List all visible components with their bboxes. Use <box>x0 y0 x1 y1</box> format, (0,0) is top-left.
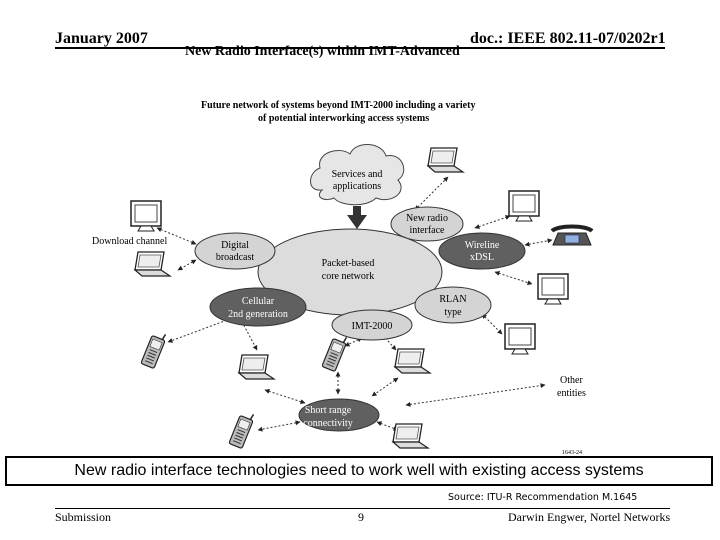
node-new-radio-l2: interface <box>410 225 446 236</box>
node-wireline-l1: Wireline <box>465 240 500 251</box>
short-range-laptop-icon <box>392 423 429 449</box>
footer-page-number: 9 <box>358 510 364 524</box>
header-doc-id: doc.: IEEE 802.11-07/0202r1 <box>470 30 666 47</box>
node-imt2000 <box>331 309 413 341</box>
footer-author: Darwin Engwer, Nortel Networks <box>508 510 671 524</box>
new-radio-laptop-icon <box>427 147 464 173</box>
other-entities-label-1: Other <box>560 375 583 386</box>
node-imt2000-l1: IMT-2000 <box>352 321 393 332</box>
services-cloud <box>310 144 405 206</box>
node-rlan <box>414 286 492 324</box>
node-short-range-l1: Short range <box>305 405 352 416</box>
node-short-range <box>298 398 380 432</box>
footer-rule <box>55 508 670 509</box>
cloud-label-2: applications <box>333 181 381 192</box>
footer-submission: Submission <box>55 510 112 524</box>
source-citation: Source: ITU-R Recommendation M.1645 <box>448 492 638 503</box>
imt-phone-icon <box>321 332 350 373</box>
broadcast-laptop-icon <box>134 251 171 277</box>
other-entities-label-2: entities <box>557 388 586 399</box>
telephone-icon <box>550 224 594 246</box>
imt-laptop-icon <box>394 348 431 374</box>
header-subtitle: New Radio Interface(s) within IMT-Advanc… <box>185 44 460 59</box>
node-rlan-l1: RLAN <box>439 294 466 305</box>
download-channel-label: Download channel <box>92 236 167 247</box>
wireline-monitor-icon <box>508 190 540 222</box>
node-digital-broadcast <box>194 232 276 270</box>
node-digital-broadcast-l2: broadcast <box>216 252 255 263</box>
figure-code: 1643-24 <box>562 450 582 456</box>
header-rule <box>55 47 665 49</box>
header-date: January 2007 <box>55 30 148 47</box>
cellular-phone-icon <box>140 329 169 370</box>
cellular-laptop-icon <box>238 354 275 380</box>
node-rlan-l2: type <box>444 307 462 318</box>
download-monitor-icon <box>130 200 162 232</box>
node-wireline <box>438 232 526 270</box>
node-new-radio <box>390 206 464 242</box>
node-cellular-l1: Cellular <box>242 296 275 307</box>
cloud-label-1: Services and <box>332 169 383 180</box>
core-network-label-1: Packet-based <box>322 258 375 269</box>
figure-title-line1: Future network of systems beyond IMT-200… <box>201 100 475 111</box>
node-digital-broadcast-l1: Digital <box>221 240 249 251</box>
core-network-label-2: core network <box>322 271 374 282</box>
figure-title-line2: of potential interworking access systems <box>258 113 429 124</box>
node-wireline-l2: xDSL <box>470 252 494 263</box>
node-new-radio-l1: New radio <box>406 213 448 224</box>
node-short-range-l2: connectivity <box>303 418 352 429</box>
wireline-monitor-2-icon <box>537 273 569 305</box>
node-cellular <box>209 287 307 327</box>
node-cellular-l2: 2nd generation <box>228 309 288 320</box>
cloud-to-core-arrow <box>347 206 367 229</box>
callout-box: New radio interface technologies need to… <box>5 456 713 486</box>
rlan-monitor-icon <box>504 323 536 355</box>
short-range-phone-icon <box>228 409 257 450</box>
